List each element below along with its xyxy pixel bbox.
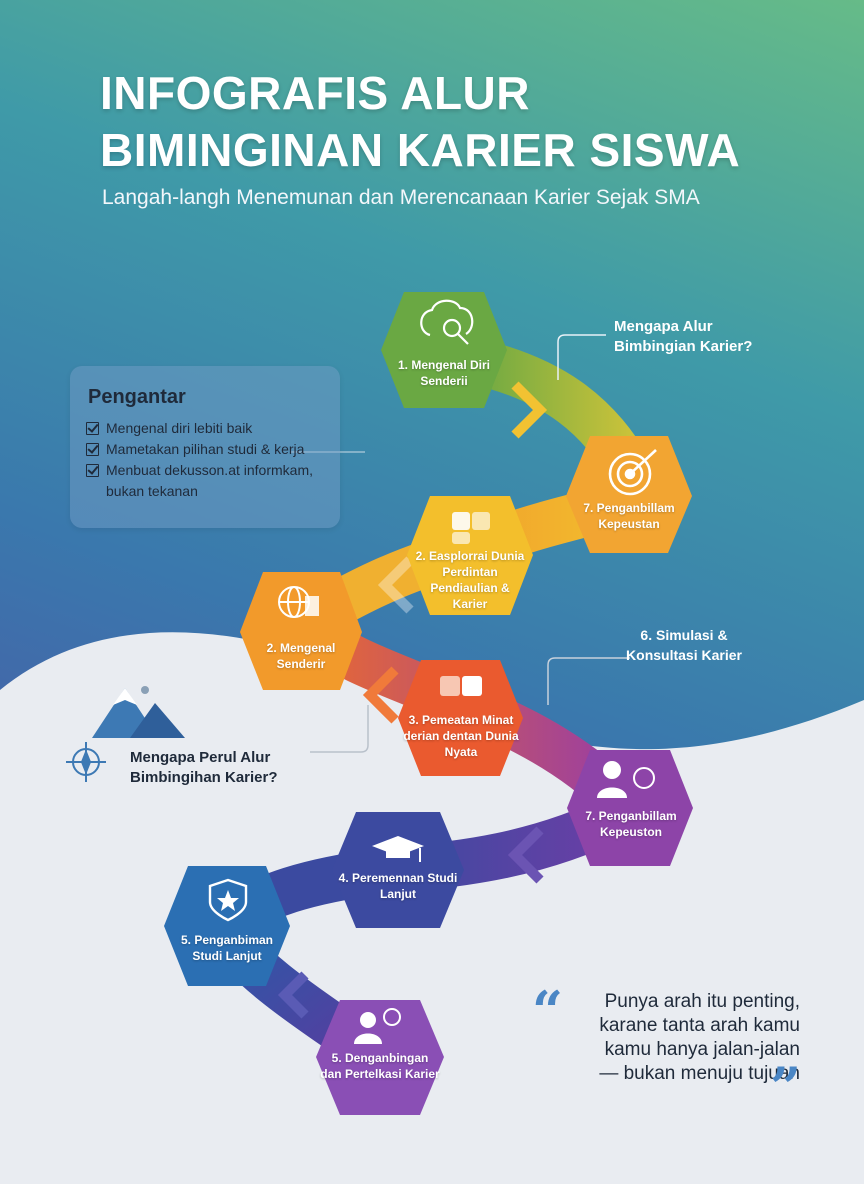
quote-open-icon: “ <box>532 979 564 1043</box>
quote-line: — bukan menuju tujuan <box>599 1063 800 1084</box>
step-label-3: 2. Easplorrai Dunia Perdintan Pendiaulia… <box>415 549 525 611</box>
intro-item: Mametakan pilihan studi & kerja <box>86 439 336 460</box>
intro-item-continuation: bukan tekanan <box>106 483 198 499</box>
brain-search-icon <box>420 299 474 345</box>
person-question-icon <box>354 1008 401 1044</box>
target-icon <box>608 449 657 496</box>
step-label-6: 7. Penganbillam Kepeuston <box>585 809 677 839</box>
hexagon-step-8 <box>164 866 290 986</box>
quote-close-icon: ” <box>770 1055 802 1119</box>
quote-block: Punya arah itu penting, karane tanta ara… <box>540 990 800 1086</box>
intro-panel: Pengantar Mengenal diri lebiti baik Mame… <box>70 366 340 528</box>
mountain-icon <box>92 686 185 738</box>
hexagon-step-7 <box>332 812 464 928</box>
step-label-8: 5. Penganbiman Studi Lanjut <box>180 933 274 963</box>
chevron-left-icon <box>507 826 544 884</box>
chevron-right-icon <box>511 381 548 439</box>
step-label-9: 5. Denganbingan dan Pertelkasi Karier <box>320 1051 440 1081</box>
chevron-left-icon <box>377 556 414 614</box>
quote-line: kamu hanya jalan-jalan <box>604 1039 800 1060</box>
step-label-5: 3. Pemeatan Minat derian dentan Dunia Ny… <box>403 713 519 759</box>
page-title-line2: BIMINGINAN KARIER SISWA <box>100 124 741 176</box>
page-title-line1: INFOGRAFIS ALUR <box>100 67 530 119</box>
hexagon-step-3 <box>407 496 533 615</box>
hexagon-step-6 <box>567 750 693 866</box>
intro-item: Menbuat dekusson.at informkam, <box>86 460 336 481</box>
callout-why-bottom: Mengapa Perul Alur Bimbingihan Karier? <box>130 749 278 786</box>
callout-simulation: 6. Simulasi & Konsultasi Karier <box>626 627 742 663</box>
hexagon-step-1 <box>381 292 507 408</box>
shield-star-icon <box>208 878 248 922</box>
checkbox-icon <box>86 422 99 435</box>
quote-line: Punya arah itu penting, <box>604 991 800 1012</box>
checkbox-icon <box>86 464 99 477</box>
hexagon-step-9 <box>316 1000 444 1115</box>
graduation-cap-icon <box>372 836 424 862</box>
callout-why-top: Mengapa Alur Bimbingian Karier? <box>614 318 753 355</box>
intro-item: Mengenal diri lebiti baik <box>86 418 336 439</box>
chevron-left-icon <box>362 666 399 724</box>
hexagon-step-4 <box>240 572 362 690</box>
quote-line: karane tanta arah kamu <box>599 1015 800 1036</box>
intro-list: Mengenal diri lebiti baik Mametakan pili… <box>86 418 336 502</box>
puzzle-icon <box>440 676 482 696</box>
step-label-1: 1. Mengenal Diri Senderii <box>397 358 491 388</box>
intro-title: Pengantar <box>88 386 186 408</box>
page-subtitle: Langah-langh Menemunan dan Merencanaan K… <box>102 186 700 209</box>
chevron-left-icon <box>277 971 309 1019</box>
step-label-7: 4. Peremennan Studi Lanjut <box>338 871 458 901</box>
hexagon-step-5 <box>398 660 523 776</box>
step-label-2: 7. Penganbillam Kepeustan <box>583 501 675 531</box>
compass-icon <box>66 742 106 782</box>
people-question-icon <box>597 761 655 798</box>
step-label-4: 2. Mengenal Senderir <box>266 641 336 671</box>
globe-building-icon <box>278 586 319 618</box>
puzzle-icon <box>452 512 490 544</box>
checkbox-icon <box>86 443 99 456</box>
